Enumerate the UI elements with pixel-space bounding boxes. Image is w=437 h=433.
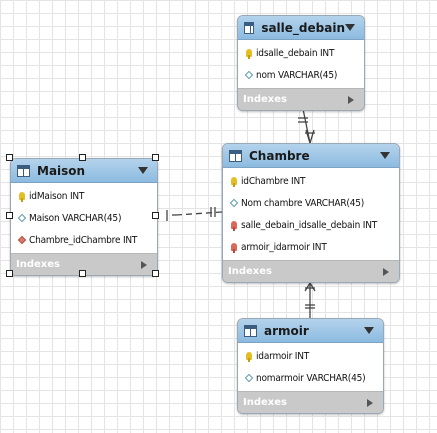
table-icon	[17, 164, 30, 177]
indexes-section[interactable]: Indexes	[223, 260, 399, 282]
column-row[interactable]: Chambre_idChambre INT	[11, 229, 157, 251]
resize-handle[interactable]	[79, 154, 86, 161]
column-label: idChambre INT	[241, 175, 306, 187]
column-label: nom VARCHAR(45)	[256, 69, 338, 81]
table-header[interactable]: armoir	[238, 319, 383, 343]
column-label: idarmoir INT	[256, 350, 310, 362]
expand-arrow-icon[interactable]	[348, 95, 354, 104]
resize-handle[interactable]	[6, 270, 13, 277]
indexes-label: Indexes	[243, 397, 287, 408]
column-row[interactable]: armoir_idarmoir INT	[223, 236, 399, 258]
indexes-label: Indexes	[243, 94, 287, 105]
table-armoir[interactable]: armoir idarmoir INT nomarmoir VARCHAR(45…	[237, 318, 384, 414]
column-diamond-icon	[228, 198, 240, 208]
column-row[interactable]: idsalle_debain INT	[238, 42, 364, 64]
expand-arrow-icon[interactable]	[383, 267, 389, 276]
resize-handle[interactable]	[152, 154, 159, 161]
relationship-salle-debain-chambre[interactable]	[298, 108, 315, 144]
column-row[interactable]: Maison VARCHAR(45)	[11, 207, 157, 229]
column-diamond-icon	[243, 70, 255, 80]
column-label: Chambre_idChambre INT	[29, 234, 138, 246]
table-name: Maison	[37, 163, 86, 178]
column-row[interactable]: idChambre INT	[223, 170, 399, 192]
column-row[interactable]: nom VARCHAR(45)	[238, 64, 364, 86]
expand-arrow-icon[interactable]	[367, 398, 373, 407]
indexes-section[interactable]: Indexes	[238, 88, 364, 110]
column-label: Maison VARCHAR(45)	[29, 212, 122, 224]
column-diamond-icon	[243, 373, 255, 383]
column-row[interactable]: idMaison INT	[11, 185, 157, 207]
collapse-toggle-icon[interactable]	[138, 167, 148, 174]
foreign-key-icon	[228, 243, 240, 253]
table-name: Chambre	[249, 148, 310, 163]
indexes-section[interactable]: Indexes	[238, 391, 383, 413]
table-chambre[interactable]: Chambre idChambre INT Nom chambre VARCHA…	[222, 143, 400, 283]
resize-handle[interactable]	[6, 212, 13, 219]
foreign-key-diamond-icon	[16, 235, 28, 245]
primary-key-icon	[243, 49, 255, 59]
table-icon	[244, 21, 255, 34]
table-header[interactable]: Maison	[11, 159, 157, 183]
table-header[interactable]: Chambre	[223, 144, 399, 168]
primary-key-icon	[228, 177, 240, 187]
column-row[interactable]: idarmoir INT	[238, 345, 383, 367]
foreign-key-icon	[228, 221, 240, 231]
primary-key-icon	[243, 352, 255, 362]
resize-handle[interactable]	[152, 212, 159, 219]
table-icon	[244, 324, 257, 337]
column-label: idsalle_debain INT	[256, 47, 335, 59]
column-label: salle_debain_idsalle_debain INT	[241, 219, 378, 231]
table-salle-debain[interactable]: salle_debain idsalle_debain INT nom VARC…	[237, 15, 365, 111]
column-label: Nom chambre VARCHAR(45)	[241, 197, 365, 209]
column-label: idMaison INT	[29, 190, 85, 202]
resize-handle[interactable]	[6, 154, 13, 161]
relationship-maison-chambre[interactable]	[166, 207, 223, 221]
indexes-label: Indexes	[228, 266, 272, 277]
indexes-section[interactable]: Indexes	[11, 253, 157, 275]
column-row[interactable]: Nom chambre VARCHAR(45)	[223, 192, 399, 214]
column-diamond-icon	[16, 213, 28, 223]
resize-handle[interactable]	[79, 270, 86, 277]
table-maison[interactable]: Maison idMaison INT Maison VARCHAR(45) C…	[10, 158, 158, 276]
primary-key-icon	[16, 192, 28, 202]
column-label: nomarmoir VARCHAR(45)	[256, 372, 366, 384]
expand-arrow-icon[interactable]	[141, 260, 147, 269]
table-icon	[229, 149, 242, 162]
collapse-toggle-icon[interactable]	[345, 24, 355, 31]
column-label: armoir_idarmoir INT	[241, 241, 327, 253]
relationship-chambre-armoir[interactable]	[304, 282, 316, 318]
column-row[interactable]: nomarmoir VARCHAR(45)	[238, 367, 383, 389]
indexes-label: Indexes	[16, 259, 60, 270]
resize-handle[interactable]	[152, 270, 159, 277]
table-name: armoir	[264, 323, 309, 338]
collapse-toggle-icon[interactable]	[380, 152, 390, 159]
table-header[interactable]: salle_debain	[238, 16, 364, 40]
column-row[interactable]: salle_debain_idsalle_debain INT	[223, 214, 399, 236]
table-name: salle_debain	[261, 20, 345, 35]
collapse-toggle-icon[interactable]	[364, 327, 374, 334]
